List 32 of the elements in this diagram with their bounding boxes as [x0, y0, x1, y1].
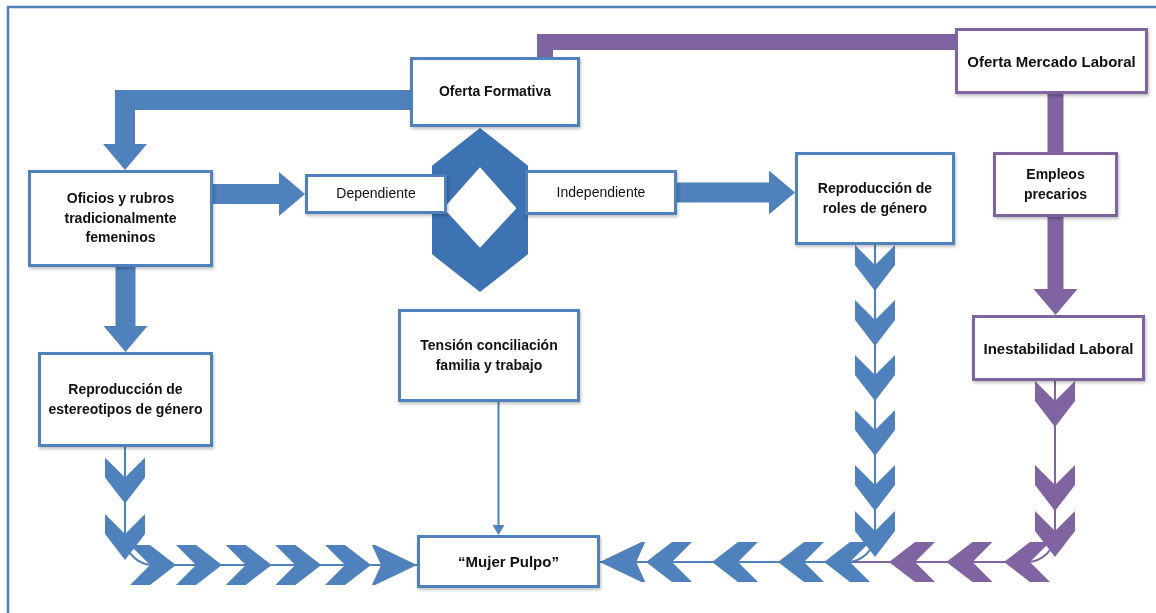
connector-bar [1047, 94, 1064, 152]
process-box [410, 57, 580, 127]
box-label: Empleos precarios [1022, 164, 1088, 204]
block-arrow [103, 267, 148, 352]
box-label: Independiente [556, 182, 646, 202]
box-label: Reproducción de estereotipos de género [47, 379, 204, 419]
box-label: Oferta Mercado Laboral [967, 51, 1136, 72]
box-label: Tensión conciliación familia y trabajo [419, 335, 559, 375]
process-box [305, 174, 447, 214]
process-box [417, 535, 600, 588]
process-box [993, 152, 1118, 217]
process-box [398, 309, 580, 402]
block-arrow [103, 90, 410, 170]
chevron-arrow [105, 446, 418, 585]
process-box [955, 28, 1148, 94]
box-label: Oferta Formativa [438, 82, 551, 102]
connector-bar [537, 34, 955, 57]
block-arrow [213, 172, 305, 216]
chevron-arrow [599, 244, 895, 582]
process-box [972, 315, 1145, 381]
box-label: Inestabilidad Laboral [983, 338, 1134, 359]
process-box [795, 152, 955, 245]
block-arrow [677, 170, 795, 215]
box-label: “Mujer Pulpo” [458, 552, 559, 572]
box-label: Reproducción de roles de género [816, 178, 934, 218]
process-box [525, 170, 677, 215]
process-box [38, 352, 213, 447]
box-label: Dependiente [336, 184, 416, 204]
block-arrow [1033, 217, 1078, 315]
box-label: Oficios y rubros tradicionalmente femeninos [63, 189, 178, 248]
process-box [28, 170, 213, 267]
arrow [492, 401, 505, 535]
